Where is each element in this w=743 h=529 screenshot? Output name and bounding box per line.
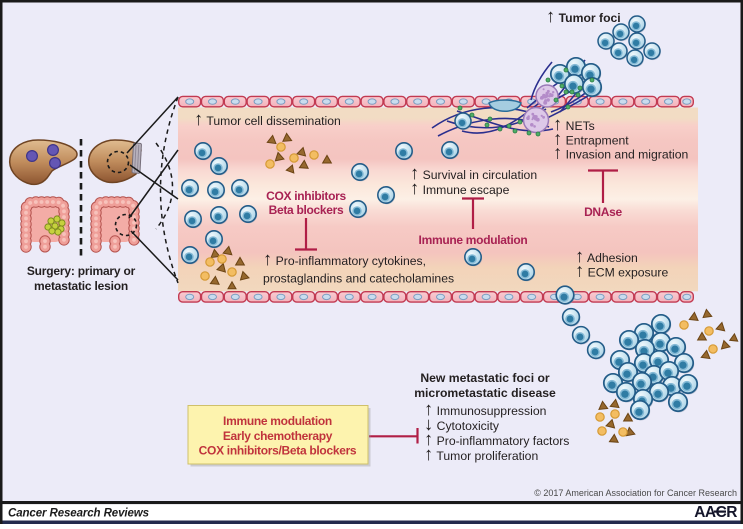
svg-text:↑ Entrapment: ↑ Entrapment [553, 128, 629, 149]
svg-text:↑ Invasion and migration: ↑ Invasion and migration [553, 142, 688, 163]
svg-text:Beta blockers: Beta blockers [269, 203, 344, 217]
svg-text:DNAse: DNAse [584, 205, 622, 219]
svg-text:Surgery: primary or: Surgery: primary or [27, 264, 136, 278]
svg-text:micrometastatic disease: micrometastatic disease [414, 386, 556, 400]
svg-text:COX inhibitors/Beta blockers: COX inhibitors/Beta blockers [199, 444, 357, 458]
svg-text:↑ Tumor foci: ↑ Tumor foci [546, 5, 621, 26]
svg-text:© 2017 American Association fo: © 2017 American Association for Cancer R… [534, 488, 737, 498]
svg-text:prostaglandins and catecholami: prostaglandins and catecholamines [263, 272, 454, 286]
svg-text:↑ Tumor proliferation: ↑ Tumor proliferation [424, 443, 538, 464]
svg-text:COX inhibitors: COX inhibitors [266, 189, 346, 203]
svg-text:Immune modulation: Immune modulation [419, 233, 528, 247]
svg-text:↑ Tumor cell dissemination: ↑ Tumor cell dissemination [194, 108, 341, 129]
svg-text:↑ ECM exposure: ↑ ECM exposure [575, 260, 668, 281]
svg-text:New metastatic foci or: New metastatic foci or [420, 371, 550, 385]
svg-text:↑ NETs: ↑ NETs [553, 113, 595, 134]
svg-text:↓ Cytotoxicity: ↓ Cytotoxicity [424, 413, 500, 434]
svg-text:Cancer Research Reviews: Cancer Research Reviews [8, 508, 149, 520]
svg-text:↑ Survival in circulation: ↑ Survival in circulation [410, 162, 537, 183]
svg-text:↑ Immunosuppression: ↑ Immunosuppression [424, 398, 546, 419]
svg-text:↑ Immune escape: ↑ Immune escape [410, 177, 510, 198]
svg-text:↑ Pro-inflammatory cytokines,: ↑ Pro-inflammatory cytokines, [263, 248, 426, 269]
svg-text:metastatic lesion: metastatic lesion [34, 279, 128, 293]
svg-text:↑ Pro-inflammatory factors: ↑ Pro-inflammatory factors [424, 428, 569, 449]
svg-text:Immune modulation: Immune modulation [223, 414, 332, 428]
svg-text:↑ Adhesion: ↑ Adhesion [575, 245, 638, 266]
svg-text:Early chemotherapy: Early chemotherapy [223, 429, 333, 443]
